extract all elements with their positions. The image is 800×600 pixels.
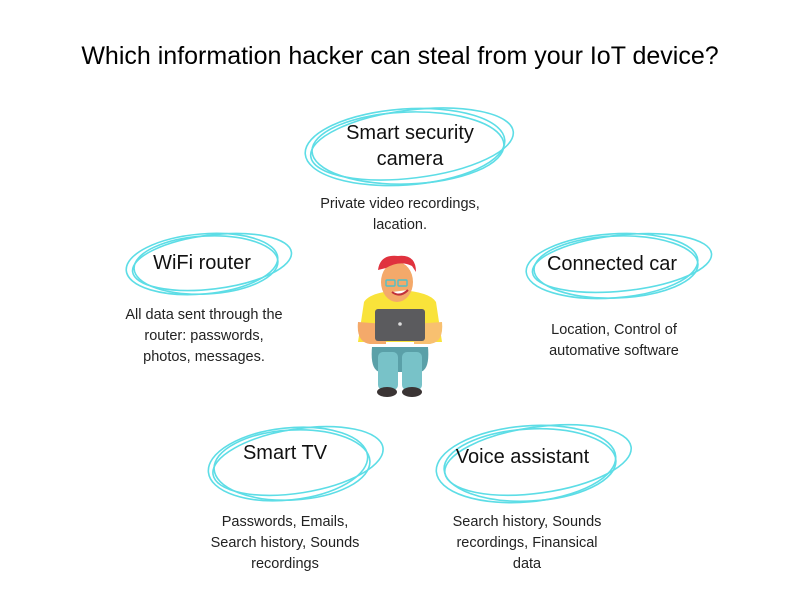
desc-line: data [512,556,542,572]
node-smart-security-camera: Smart security camera [300,100,520,190]
node-label: Smart security camera [300,120,520,172]
desc-line: Location, Control of [551,322,677,338]
node-label: WiFi router [153,252,251,274]
desc-line: Private video recordings, [320,196,480,212]
label-line: camera [376,148,444,170]
scribble-ellipse [304,107,515,187]
tv-description: Passwords, Emails, Search history, Sounds… [195,512,375,575]
desc-line: All data sent through the [125,307,283,323]
label-line: Smart security [346,122,474,144]
desc-line: photos, messages. [143,349,265,365]
wifi-description: All data sent through the router: passwor… [104,305,304,368]
desc-line: Search history, Sounds [210,535,360,551]
desc-line: Search history, Sounds [452,514,602,530]
page-title: Which information hacker can steal from … [81,42,719,70]
node-wifi-router: WiFi router [120,222,300,302]
desc-line: recordings [251,556,319,572]
node-connected-car: Connected car [520,222,720,306]
car-description: Location, Control of automative software [514,320,714,362]
node-label: Smart TV [242,442,328,464]
voice-description: Search history, Sounds recordings, Finans… [427,512,627,575]
node-smart-tv: Smart TV [200,418,390,508]
scribble-ellipse [125,232,293,296]
scribble-ellipse [435,423,632,504]
desc-line: recordings, Finansical [456,535,598,551]
node-voice-assistant: Voice assistant [430,418,635,508]
desc-line: router: passwords, [144,328,264,344]
desc-line: Passwords, Emails, [221,514,349,530]
node-label: Voice assistant [455,446,590,468]
desc-line: lacation. [372,217,427,233]
node-label: Connected car [546,253,678,275]
scribble-ellipse [525,232,713,300]
camera-description: Private video recordings, lacation. [280,194,520,236]
scribble-ellipse [207,425,384,502]
hacker-illustration [357,255,443,397]
desc-line: automative software [549,343,679,359]
